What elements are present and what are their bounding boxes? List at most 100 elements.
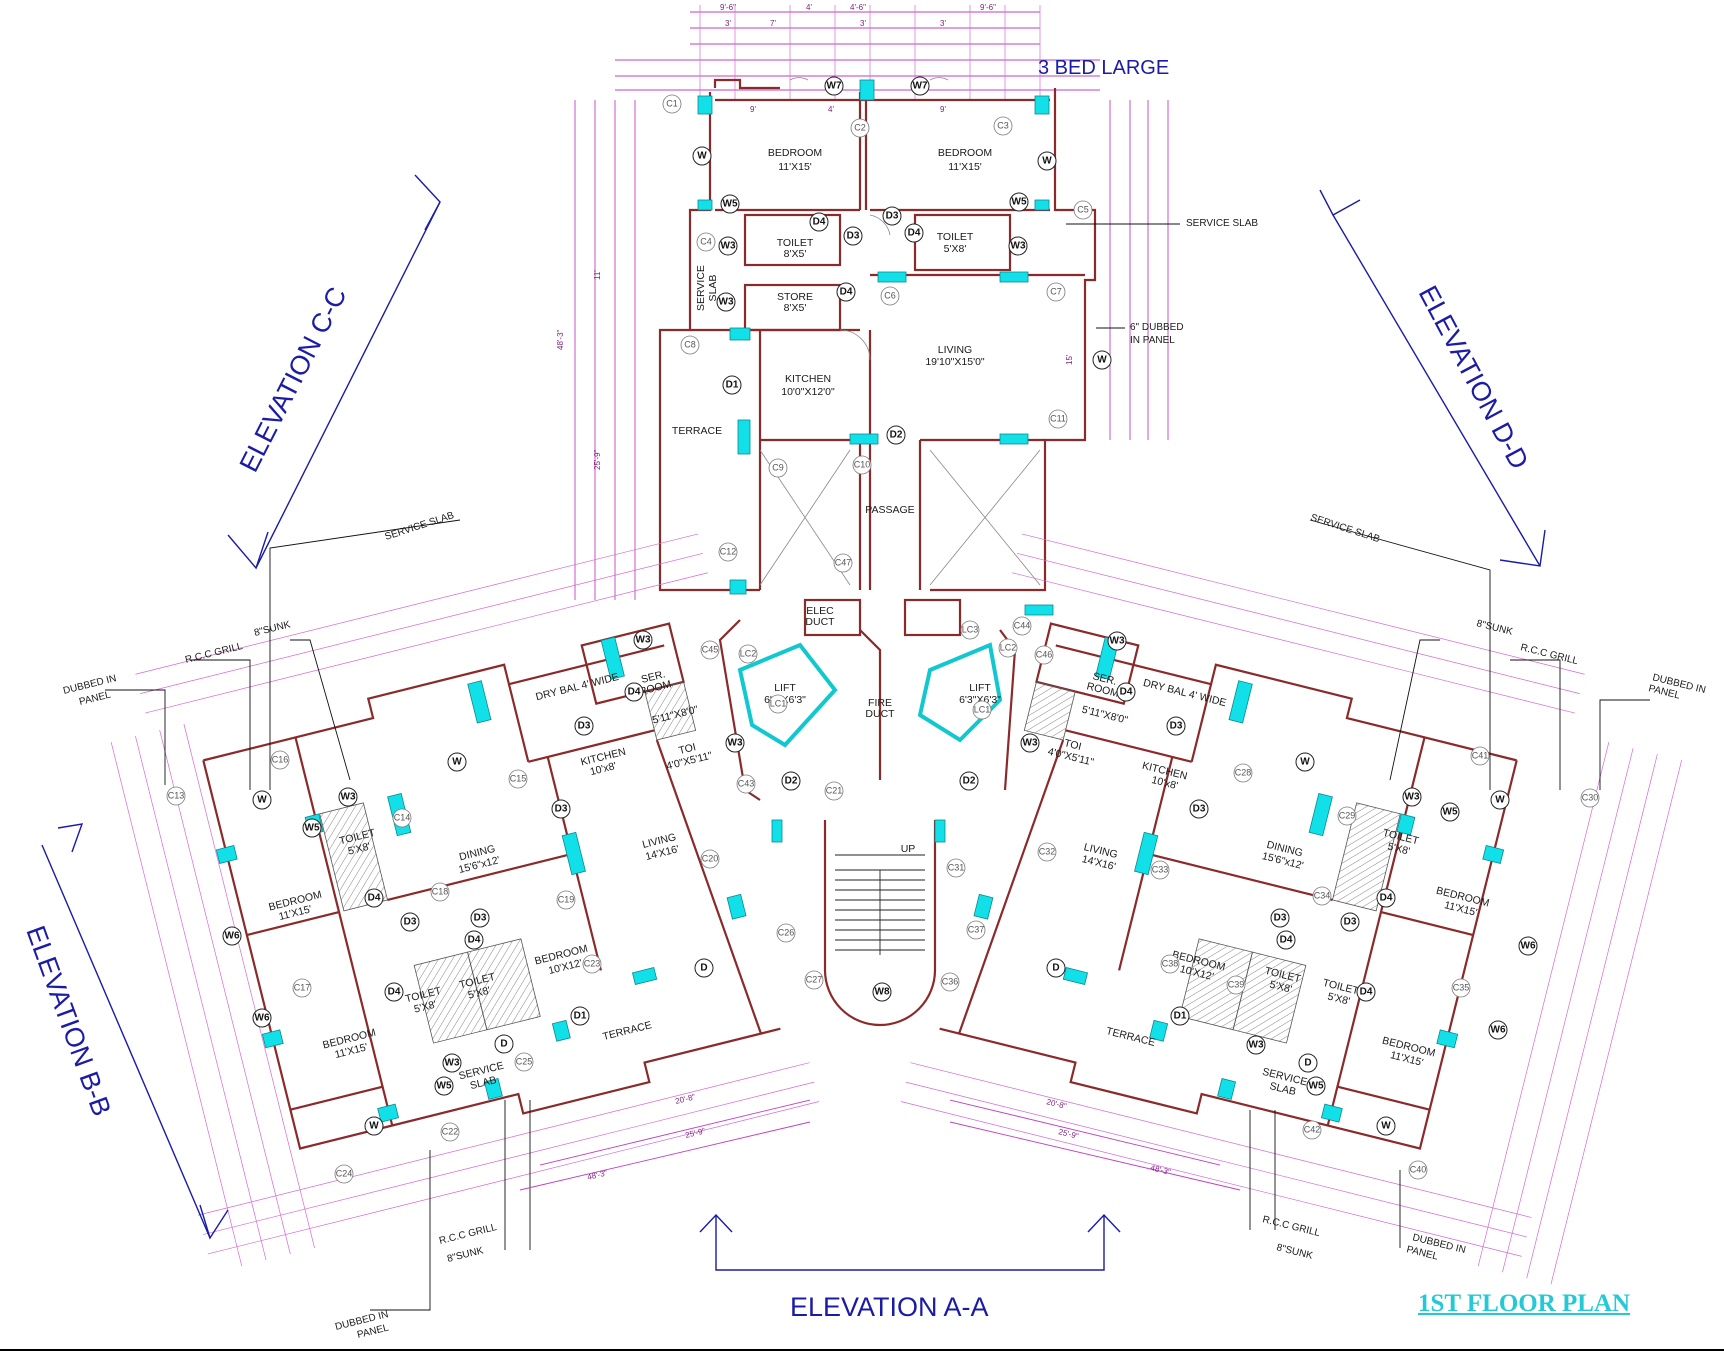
note-sunk-left: 8"SUNK — [253, 619, 292, 639]
dim-top-5: 3' — [725, 19, 731, 28]
right-wing — [900, 533, 1682, 1285]
col-label-c36: C36 — [942, 976, 959, 986]
room-toi-left: TOI — [677, 741, 697, 757]
tag-d3-left-1: D3 — [404, 917, 417, 928]
bottom-dimension-lines: 20'-8" 25'-9" 48'-3" 20'-8" 25'-9" 48'-3… — [519, 1092, 1241, 1191]
tag-w-left-2: W — [257, 795, 267, 806]
tag-w5-right-2: W5 — [1309, 1081, 1324, 1092]
col-label-c33: C33 — [1152, 864, 1169, 874]
col-label-c11: C11 — [1050, 413, 1066, 423]
room-bedroom-top-right: BEDROOM — [938, 147, 992, 159]
dim-top-1: 9'-6" — [720, 3, 736, 12]
tag-d4-left-1: D4 — [368, 893, 381, 904]
note-rcc-grill-bottom-left: R.C.C GRILL — [438, 1222, 498, 1247]
tag-d3-a: D3 — [847, 231, 860, 242]
note-rcc-grill-bottom-right: R.C.C GRILL — [1261, 1214, 1321, 1239]
col-label-c18: C18 — [432, 886, 449, 896]
lift-right-size: 6'3"X6'3" — [959, 694, 1001, 706]
annotations: SERVICE SLAB 6" DUBBED IN PANEL SERVICE … — [62, 218, 1707, 1341]
note-rcc-grill-left: R.C.C GRILL — [184, 641, 244, 666]
tag-d3-right-4: D3 — [1170, 721, 1183, 732]
dim-top-6: 7' — [770, 19, 776, 28]
col-label-c25: C25 — [516, 1056, 533, 1066]
room-toilet-right-3-size: 5'X8' — [1268, 979, 1293, 996]
elevation-d-d-label: ELEVATION D-D — [1413, 281, 1535, 474]
dim-height-25-9: 25'-9" — [593, 449, 602, 470]
note-dubbed-panel-2: IN PANEL — [1130, 335, 1175, 346]
col-label-lc1-left: LC1 — [770, 698, 787, 708]
room-terrace-right: TERRACE — [1105, 1025, 1157, 1049]
tag-d4-left-3: D4 — [388, 987, 401, 998]
tag-d3-right-1: D3 — [1344, 917, 1357, 928]
dim-top-10: 4' — [828, 105, 834, 114]
tag-w6-left-1: W6 — [225, 931, 240, 942]
core: ELEC DUCT FIRE DUCT LIFT 6'3"X6'3" LIFT … — [718, 598, 1017, 1027]
tag-w8-left: D — [500, 1039, 507, 1050]
tag-d2-top: D2 — [890, 430, 903, 441]
tag-d3-b: D3 — [886, 211, 899, 222]
tag-w7: W8 — [875, 987, 890, 998]
col-label-c27: C27 — [806, 974, 823, 984]
col-label-c35: C35 — [1453, 982, 1470, 992]
room-ser-right-1: SER. — [1091, 670, 1118, 688]
note-rcc-grill-right: R.C.C GRILL — [1519, 642, 1579, 667]
note-sunk-right: 8"SUNK — [1475, 618, 1514, 638]
room-service-slab-v2: SLAB — [707, 275, 719, 302]
dim-height-total: 48'-3" — [556, 329, 565, 350]
elevation-b-b-label: ELEVATION B-B — [20, 922, 117, 1120]
col-label-c1: C1 — [666, 98, 678, 108]
tag-w6-a: W7 — [827, 81, 842, 92]
col-label-c17: C17 — [294, 982, 311, 992]
tag-w3-a: W3 — [721, 241, 736, 252]
tag-d4-left-4: D4 — [628, 687, 641, 698]
tag-d4-a: D4 — [813, 217, 826, 228]
room-passage: PASSAGE — [865, 504, 914, 516]
col-label-c44: C44 — [1014, 620, 1031, 630]
col-label-c24: C24 — [336, 1168, 353, 1178]
tag-w3-c: W3 — [1011, 241, 1026, 252]
tag-d4-c: D4 — [840, 287, 853, 298]
col-label-c14: C14 — [394, 812, 411, 822]
tag-d4-left-2: D4 — [468, 935, 481, 946]
room-toilet-top-b: TOILET — [937, 231, 974, 243]
tag-w-right-3: W — [1381, 1121, 1391, 1132]
room-living-top-size: 19'10"X15'0" — [925, 356, 985, 368]
top-dimension-lines: 9'-6" 4' 4'-6" 9'-6" 3' 7' 3' 3' 9' 4' 9… — [615, 3, 1100, 114]
dim-bottom-25-9-right: 25'-9" — [1058, 1127, 1080, 1141]
room-toi-right: TOI — [1063, 737, 1083, 753]
tag-w-top-left: W — [697, 151, 707, 162]
tag-w3-left-3: W3 — [728, 738, 743, 749]
tag-w6-right-2: W6 — [1491, 1025, 1506, 1036]
col-label-c7: C7 — [1050, 286, 1062, 296]
col-label-c39: C39 — [1228, 979, 1245, 989]
room-toilet-left-1-size: 5'X8' — [347, 841, 372, 858]
tag-w-left-1: W — [452, 757, 462, 768]
note-dubbed-panel-1: 6" DUBBED — [1130, 322, 1184, 333]
note-sunk-bottom-left: 8"SUNK — [446, 1245, 485, 1265]
tag-w8-right: D — [1304, 1058, 1311, 1069]
col-label-c6: C6 — [884, 290, 896, 300]
tag-d3-left-4: D3 — [578, 721, 591, 732]
col-label-c29: C29 — [1339, 810, 1356, 820]
col-label-c10: C10 — [854, 459, 871, 469]
lift-left-label: LIFT — [774, 682, 796, 694]
room-ser-right-size: 5'11"X8'0" — [1081, 704, 1130, 727]
tag-d2-right: D2 — [963, 776, 976, 787]
elec-duct-label-2: DUCT — [805, 616, 835, 628]
tag-d4-b: D4 — [908, 228, 921, 239]
col-label-lc1-right: LC1 — [974, 704, 991, 714]
col-label-c42: C42 — [1304, 1124, 1321, 1134]
dim-top-8: 3' — [940, 19, 946, 28]
room-toilet-left-3-size: 5'X8' — [467, 985, 492, 1002]
room-store: STORE — [777, 291, 813, 303]
tag-w-right-1: W — [1300, 757, 1310, 768]
col-label-c37: C37 — [968, 924, 985, 934]
tag-w3-right-1: W3 — [1405, 792, 1420, 803]
col-label-c3: C3 — [997, 120, 1009, 130]
room-toilet-right-2-size: 5'X8' — [1326, 991, 1351, 1008]
plan-title: 3 BED LARGE — [1038, 57, 1170, 79]
col-label-c46: C46 — [1036, 649, 1053, 659]
col-label-c43: C43 — [738, 778, 755, 788]
dim-bottom-25-9-left: 25'-9" — [684, 1126, 706, 1140]
